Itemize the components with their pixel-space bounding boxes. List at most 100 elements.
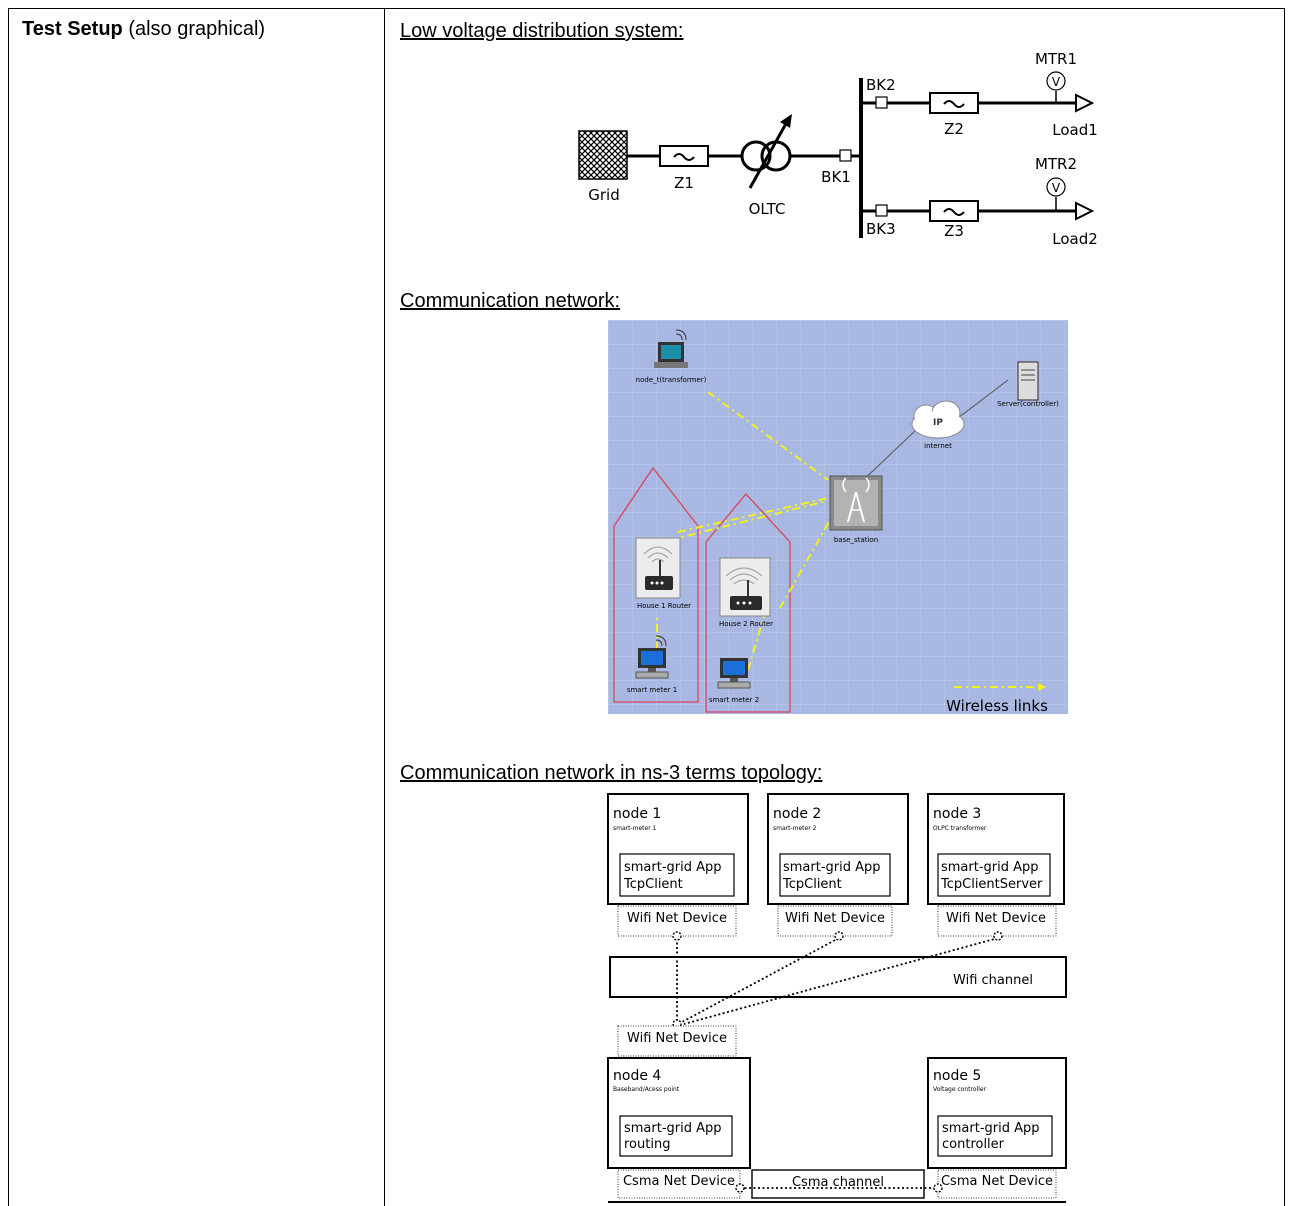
- bk1-label: BK1: [821, 168, 851, 186]
- node4-csma-device: [617, 1169, 741, 1199]
- node1-app1: smart-grid App: [624, 860, 722, 875]
- load2-arrow: [1075, 201, 1095, 221]
- load1-label: Load1: [1052, 121, 1098, 139]
- node1-app2: TcpClient: [623, 877, 683, 892]
- node5-app1: smart-grid App: [942, 1121, 1040, 1136]
- node1-title: node 1: [613, 806, 661, 822]
- node4-wifi-label: Wifi Net Device: [627, 1031, 727, 1046]
- node3-wifi-device: [937, 905, 1057, 937]
- csma-channel-label: Csma channel: [792, 1175, 884, 1190]
- heading-ns3: Communication network in ns-3 terms topo…: [400, 762, 823, 784]
- node3-wifi-label: Wifi Net Device: [946, 911, 1046, 926]
- server-label: Server(controller): [997, 400, 1059, 408]
- grid-symbol: [578, 130, 628, 180]
- comm-network-diagram: node_t(transformer) Server(controller) I…: [608, 320, 1068, 714]
- wifi-channel-box: [609, 956, 1067, 998]
- link-house2-bs: [779, 519, 831, 609]
- mtr2-symbol: V: [1052, 181, 1061, 195]
- house2-outline: [705, 493, 791, 713]
- node4-sub: Baseband/Acess point: [613, 1086, 680, 1093]
- house1-router-label: House 1 Router: [637, 602, 691, 610]
- grid-label: Grid: [588, 186, 619, 204]
- internet-cloud-icon: [911, 400, 965, 439]
- node5-app-box: [937, 1115, 1053, 1157]
- lv-diagram: Grid Z1 OLTC BK1 BK2 Z2 V MTR1 Load1 BK3…: [578, 50, 1098, 248]
- house2-router-icon: [719, 557, 771, 617]
- node1-wifi-device: [617, 905, 737, 937]
- heading-comm: Communication network:: [400, 290, 621, 312]
- transformer-node-label: node_t(transformer): [636, 376, 707, 384]
- node5-sub: Voltage controller: [933, 1086, 987, 1093]
- node3-app-box: [937, 853, 1051, 897]
- heading-lv: Low voltage distribution system:: [400, 20, 684, 42]
- node5-app2: controller: [942, 1137, 1005, 1152]
- bk2-label: BK2: [866, 76, 896, 94]
- smart-meter2-label: smart meter 2: [709, 696, 759, 704]
- node2-app-box: [779, 853, 891, 897]
- ns3-topology-diagram: node 1 smart-meter 1 smart-grid App TcpC…: [607, 793, 1067, 1203]
- base-station-label: base_station: [834, 536, 878, 544]
- table-border-right: [1284, 8, 1285, 1206]
- wifi-channel-label: Wifi channel: [953, 973, 1033, 988]
- bk3-label: BK3: [866, 220, 896, 238]
- node5-title: node 5: [933, 1068, 981, 1084]
- meter-mtr1: [1046, 71, 1066, 91]
- internet-label: internet: [924, 442, 952, 450]
- transformer-node-icon: [654, 329, 688, 368]
- node3-app1: smart-grid App: [941, 860, 1039, 875]
- node2-sub: smart-meter 2: [773, 825, 817, 832]
- node2-wifi-label: Wifi Net Device: [785, 911, 885, 926]
- mtr1-symbol: V: [1052, 75, 1061, 89]
- node4-app1: smart-grid App: [624, 1121, 722, 1136]
- oltc-label: OLTC: [749, 200, 786, 218]
- mtr2-label: MTR2: [1035, 155, 1077, 173]
- ip-label: IP: [933, 418, 943, 428]
- node1-app-box: [619, 853, 735, 897]
- z3-label: Z3: [944, 222, 964, 240]
- house2-router-label: House 2 Router: [719, 620, 773, 628]
- node4-app-box: [619, 1115, 733, 1157]
- node4-app2: routing: [624, 1137, 670, 1152]
- wireless-links-legend: Wireless links: [946, 697, 1048, 714]
- table-border-middle: [384, 8, 385, 1206]
- house1-outline: [613, 466, 699, 703]
- load2-label: Load2: [1052, 230, 1098, 248]
- breaker-bk2: [875, 96, 888, 109]
- node3-app2: TcpClientServer: [940, 877, 1043, 892]
- wifi-link-node3: [683, 937, 999, 1025]
- node4-csma-label: Csma Net Device: [623, 1174, 735, 1189]
- server-icon: [1017, 361, 1039, 401]
- z1-label: Z1: [674, 174, 694, 192]
- meter-mtr2: [1046, 177, 1066, 197]
- breaker-bk1: [839, 149, 852, 162]
- table-border-left: [8, 8, 9, 1206]
- row-label-rest: (also graphical): [122, 18, 266, 40]
- smart-meter2-icon: [717, 658, 751, 689]
- node1-sub: smart-meter 1: [613, 825, 657, 832]
- row-label: Test Setup (also graphical): [22, 18, 265, 41]
- house1-router-icon: [635, 537, 681, 599]
- link-house1-bs: [677, 497, 829, 533]
- smart-meter1-label: smart meter 1: [627, 686, 677, 694]
- load1-arrow: [1075, 93, 1095, 113]
- smart-meter1-icon: [635, 635, 669, 679]
- base-station-icon: [829, 475, 883, 531]
- node5-csma-label: Csma Net Device: [941, 1174, 1053, 1189]
- mtr1-label: MTR1: [1035, 50, 1077, 68]
- row-label-bold: Test Setup: [22, 18, 123, 40]
- node2-wifi-device: [777, 905, 893, 937]
- node3-sub: OLPC transformer: [933, 825, 987, 832]
- node4-wifi-device: [617, 1025, 737, 1057]
- link-house1-bs-2: [669, 501, 824, 541]
- z2-label: Z2: [944, 120, 964, 138]
- node2-app2: TcpClient: [782, 877, 842, 892]
- node4-title: node 4: [613, 1068, 661, 1084]
- table-border-top: [8, 8, 1285, 9]
- node1-wifi-label: Wifi Net Device: [627, 911, 727, 926]
- link-transformer-bs: [707, 391, 829, 481]
- node2-title: node 2: [773, 806, 821, 822]
- breaker-bk3: [875, 204, 888, 217]
- node3-title: node 3: [933, 806, 981, 822]
- csma-channel-box: [751, 1169, 925, 1199]
- node5-csma-device: [937, 1169, 1057, 1199]
